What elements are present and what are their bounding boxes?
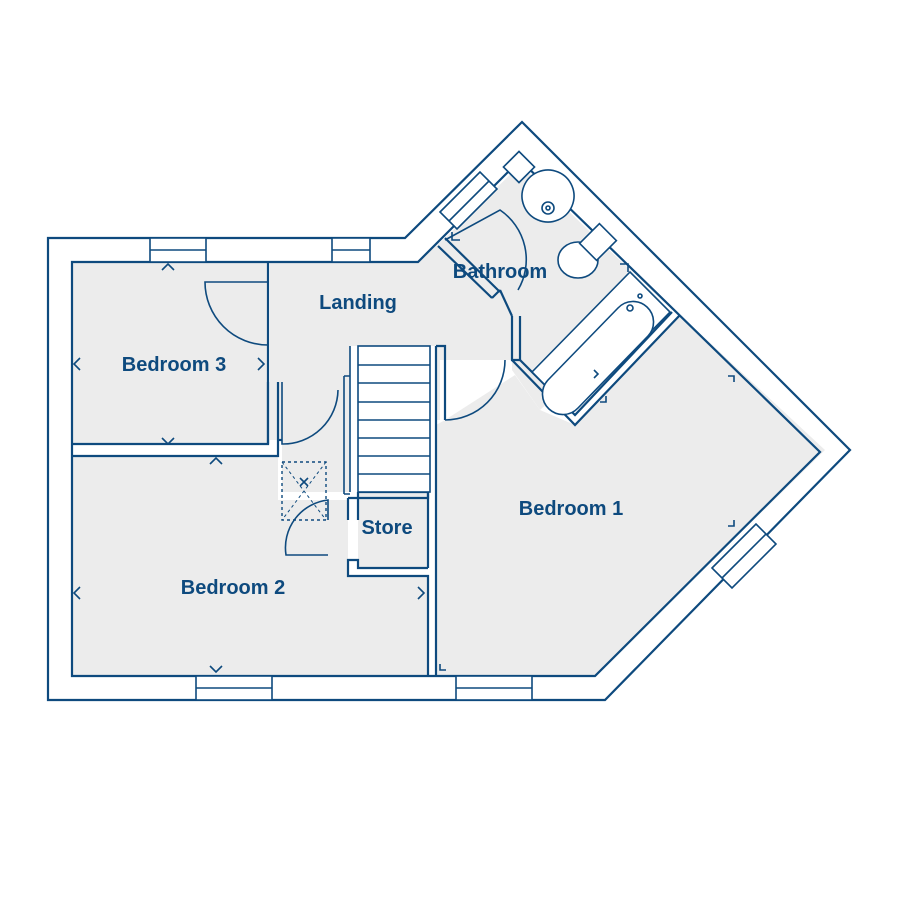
staircase (343, 345, 437, 495)
door-swings (204, 209, 528, 556)
room-label-bedroom-2: Bedroom 2 (181, 577, 285, 599)
interior-walls (72, 237, 681, 676)
bathroom-fixtures (502, 150, 672, 416)
windows (149, 170, 778, 701)
room-label-landing: Landing (319, 292, 397, 314)
loft-hatch (281, 461, 327, 521)
room-label-bathroom: Bathroom (453, 261, 547, 283)
dimension-markers (72, 232, 735, 674)
room-label-store: Store (361, 517, 412, 539)
outer-walls (46, 120, 852, 702)
room-label-bedroom-1: Bedroom 1 (519, 498, 623, 520)
room-label-bedroom-3: Bedroom 3 (122, 354, 226, 376)
